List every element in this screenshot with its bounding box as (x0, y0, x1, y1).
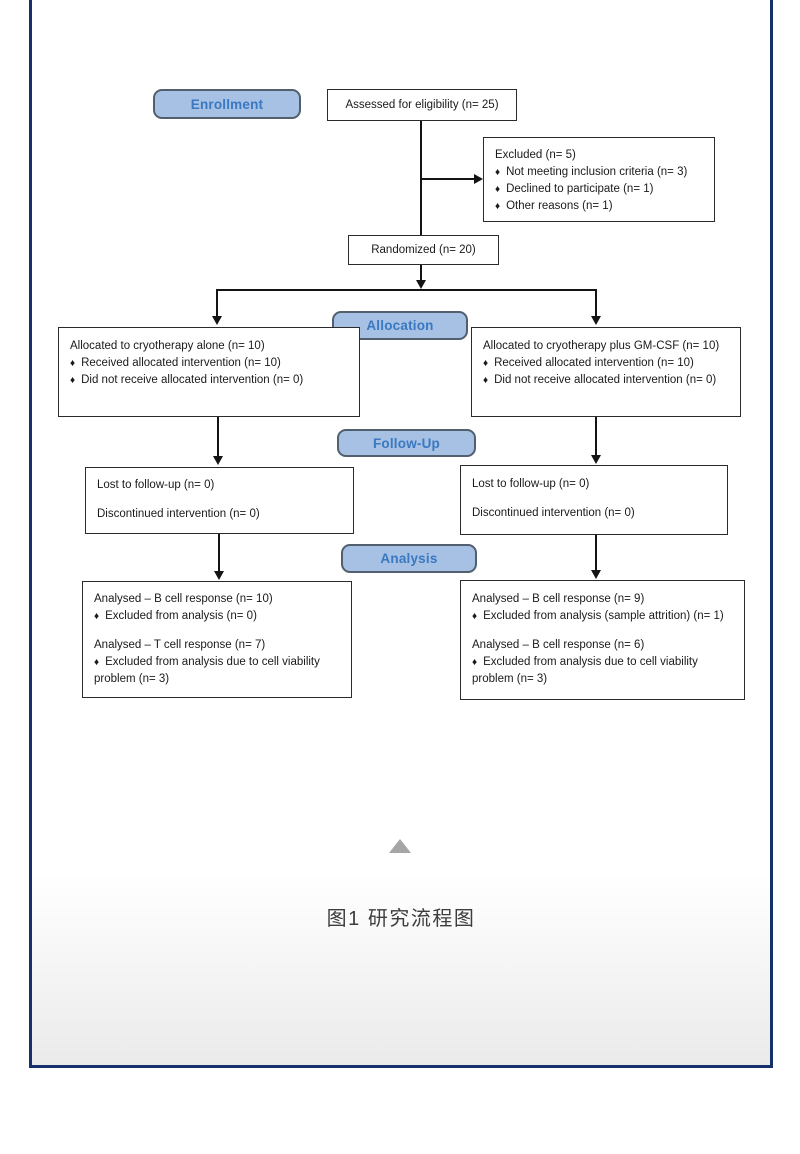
box-excluded-title: Excluded (n= 5) (495, 149, 576, 161)
connector-alloc-fu-left (217, 417, 219, 457)
box-analysis-left-group1-bullet: ♦Excluded from analysis (n= 0) (94, 610, 257, 622)
stage-label-allocation-text: Allocation (366, 318, 434, 333)
stage-label-followup-text: Follow-Up (372, 435, 441, 451)
connector-split-horizontal (217, 289, 597, 291)
stage-label-analysis-text: Analysis (380, 551, 438, 566)
box-allocation-right: Allocated to cryotherapy plus GM-CSF (n=… (471, 327, 741, 417)
arrowhead-fu-right (591, 455, 601, 464)
bullet-icon: ♦ (94, 657, 100, 668)
box-allocation-right-title: Allocated to cryotherapy plus GM-CSF (n=… (483, 340, 720, 352)
box-followup-left-line1: Lost to follow-up (n= 0) (97, 479, 215, 491)
box-randomized-text: Randomized (n= 20) (371, 243, 476, 256)
connector-excluded-line (421, 178, 474, 180)
bullet-icon: ♦ (495, 184, 501, 195)
bullet-icon: ♦ (472, 657, 478, 668)
box-analysis-left: Analysed – B cell response (n= 10) ♦Excl… (82, 581, 352, 698)
bullet-icon: ♦ (483, 358, 489, 369)
bullet-icon: ♦ (70, 358, 76, 369)
box-allocation-right-bullet: ♦Did not receive allocated intervention … (483, 374, 717, 386)
figure-caption: 图1 研究流程图 (326, 908, 476, 930)
arrowhead-fu-left (213, 456, 223, 465)
stage-label-enrollment: Enrollment (153, 89, 301, 119)
connector-fu-analysis-right (595, 535, 597, 571)
box-assessed: Assessed for eligibility (n= 25) (327, 89, 517, 121)
box-analysis-right-group1-bullet: ♦Excluded from analysis (sample attritio… (472, 610, 724, 622)
box-analysis-left-group2-title: Analysed – T cell response (n= 7) (94, 639, 266, 651)
arrowhead-excluded (474, 174, 483, 184)
box-analysis-right-group2-bullet: ♦Excluded from analysis due to cell viab… (472, 656, 698, 685)
box-followup-right-line1: Lost to follow-up (n= 0) (472, 478, 590, 490)
box-allocation-left-bullet: ♦Received allocated intervention (n= 10) (70, 357, 281, 369)
connector-split-left (216, 289, 218, 317)
box-followup-left: Lost to follow-up (n= 0) Discontinued in… (85, 467, 354, 534)
box-allocation-left: Allocated to cryotherapy alone (n= 10) ♦… (58, 327, 360, 417)
arrowhead-analysis-right (591, 570, 601, 579)
box-analysis-left-group2-bullet: ♦Excluded from analysis due to cell viab… (94, 656, 320, 685)
box-followup-left-line2: Discontinued intervention (n= 0) (97, 508, 260, 520)
box-analysis-right-group1-title: Analysed – B cell response (n= 9) (472, 593, 645, 605)
box-randomized: Randomized (n= 20) (348, 235, 499, 265)
arrowhead-alloc-right (591, 316, 601, 325)
box-followup-right-line2: Discontinued intervention (n= 0) (472, 507, 635, 519)
box-allocation-left-title: Allocated to cryotherapy alone (n= 10) (70, 340, 265, 352)
box-excluded-bullet: ♦Other reasons (n= 1) (495, 200, 613, 212)
box-excluded: Excluded (n= 5) ♦Not meeting inclusion c… (483, 137, 715, 222)
box-excluded-bullet: ♦Declined to participate (n= 1) (495, 183, 654, 195)
box-followup-right: Lost to follow-up (n= 0) Discontinued in… (460, 465, 728, 535)
box-analysis-right: Analysed – B cell response (n= 9) ♦Exclu… (460, 580, 745, 700)
collapse-triangle-icon[interactable] (389, 839, 411, 853)
box-allocation-left-bullet: ♦Did not receive allocated intervention … (70, 374, 304, 386)
bullet-icon: ♦ (483, 375, 489, 386)
arrowhead-alloc-left (212, 316, 222, 325)
connector-assessed-randomized (420, 120, 422, 235)
stage-label-followup: Follow-Up (337, 429, 476, 457)
box-excluded-bullet: ♦Not meeting inclusion criteria (n= 3) (495, 166, 688, 178)
box-analysis-left-group1-title: Analysed – B cell response (n= 10) (94, 593, 273, 605)
stage-label-analysis: Analysis (341, 544, 477, 573)
arrowhead-split (416, 280, 426, 289)
stage-label-enrollment-text: Enrollment (190, 96, 264, 112)
connector-randomized-split (420, 265, 422, 281)
bullet-icon: ♦ (495, 201, 501, 212)
bullet-icon: ♦ (495, 167, 501, 178)
box-allocation-right-bullet: ♦Received allocated intervention (n= 10) (483, 357, 694, 369)
arrowhead-analysis-left (214, 571, 224, 580)
box-analysis-right-group2-title: Analysed – B cell response (n= 6) (472, 639, 645, 651)
bullet-icon: ♦ (472, 611, 478, 622)
connector-split-right (595, 289, 597, 317)
connector-alloc-fu-right (595, 417, 597, 456)
box-assessed-text: Assessed for eligibility (n= 25) (345, 98, 499, 111)
connector-fu-analysis-left (218, 534, 220, 572)
bullet-icon: ♦ (94, 611, 100, 622)
bullet-icon: ♦ (70, 375, 76, 386)
